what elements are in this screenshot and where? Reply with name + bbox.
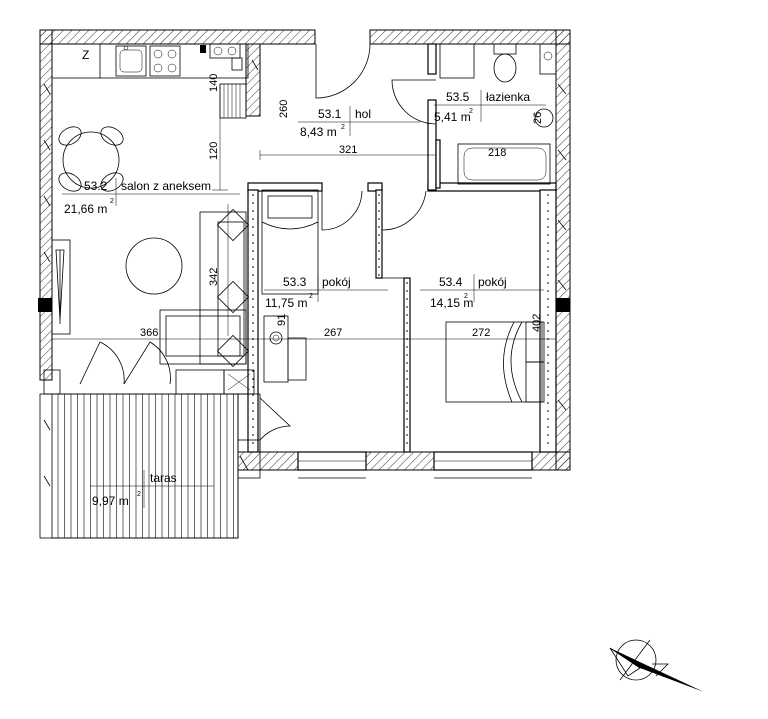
terrace-area: 9,97 m	[92, 494, 129, 508]
room-53-5-area: 5,41 m	[434, 110, 471, 124]
room-53-3-name: pokój	[322, 275, 351, 289]
dim-26: 26	[532, 112, 544, 124]
dining-table	[58, 126, 124, 192]
room-53-3-number: 53.3	[283, 275, 307, 289]
terrace-name: taras	[150, 471, 177, 485]
room-53-1-number: 53.1	[318, 107, 342, 121]
dim-120: 120	[208, 142, 220, 160]
dim-91: 91	[276, 314, 288, 326]
room-53-1-name: hol	[355, 107, 371, 121]
sofa	[159, 208, 250, 368]
room-53-3-sup: 2	[309, 293, 313, 300]
dim-260: 260	[278, 100, 290, 118]
doors	[79, 43, 437, 441]
room-53-3-area: 11,75 m	[265, 296, 307, 310]
room-53-5-number: 53.5	[446, 90, 470, 104]
room-53-4-number: 53.4	[439, 275, 463, 289]
room-53-5-name: łazienka	[486, 90, 530, 104]
dim-342: 342	[208, 268, 220, 286]
dimension-labels: 260 140 120 321 218 342 366 267 272 91 4…	[140, 74, 544, 339]
room-53-2-area: 21,66 m	[64, 202, 107, 216]
room-53-4-area: 14,15 m	[430, 296, 473, 310]
terrace-sup: 2	[137, 491, 141, 498]
round-rug	[125, 237, 183, 295]
room-53-4-name: pokój	[478, 275, 507, 289]
interior-walls	[245, 43, 557, 453]
bed-room-53-4	[445, 321, 545, 403]
dim-272: 272	[472, 327, 490, 339]
dim-218: 218	[488, 147, 506, 159]
kitchen-counter: Z	[51, 43, 249, 119]
tv-unit	[51, 239, 71, 335]
dim-321: 321	[339, 144, 357, 156]
balcony-door-frame	[43, 369, 255, 395]
north-arrow-icon	[609, 639, 704, 692]
installation-marks	[200, 43, 557, 75]
bed-room-53-3	[261, 189, 319, 383]
room-53-1-sup: 2	[341, 124, 345, 131]
terrace	[39, 393, 261, 539]
dim-267: 267	[324, 327, 342, 339]
outer-walls	[38, 29, 571, 479]
bathroom-fixtures	[439, 43, 554, 185]
room-53-4-sup: 2	[464, 293, 468, 300]
dim-366: 366	[140, 327, 158, 339]
room-53-5-sup: 2	[469, 108, 473, 115]
room-53-2-sup: 2	[110, 198, 114, 205]
dim-402: 402	[531, 314, 543, 332]
dim-140: 140	[208, 74, 220, 92]
room-labels: 53.1 hol 8,43 m 2 53.2 salon z aneksem 2…	[62, 90, 546, 508]
wall-marks	[43, 59, 567, 487]
room-53-1-area: 8,43 m	[300, 125, 337, 139]
dimension-lines	[52, 84, 556, 340]
room-53-2-number: 53.2	[84, 179, 108, 193]
fridge-mark: Z	[82, 48, 89, 62]
room-53-2-name: salon z aneksem	[121, 179, 211, 193]
